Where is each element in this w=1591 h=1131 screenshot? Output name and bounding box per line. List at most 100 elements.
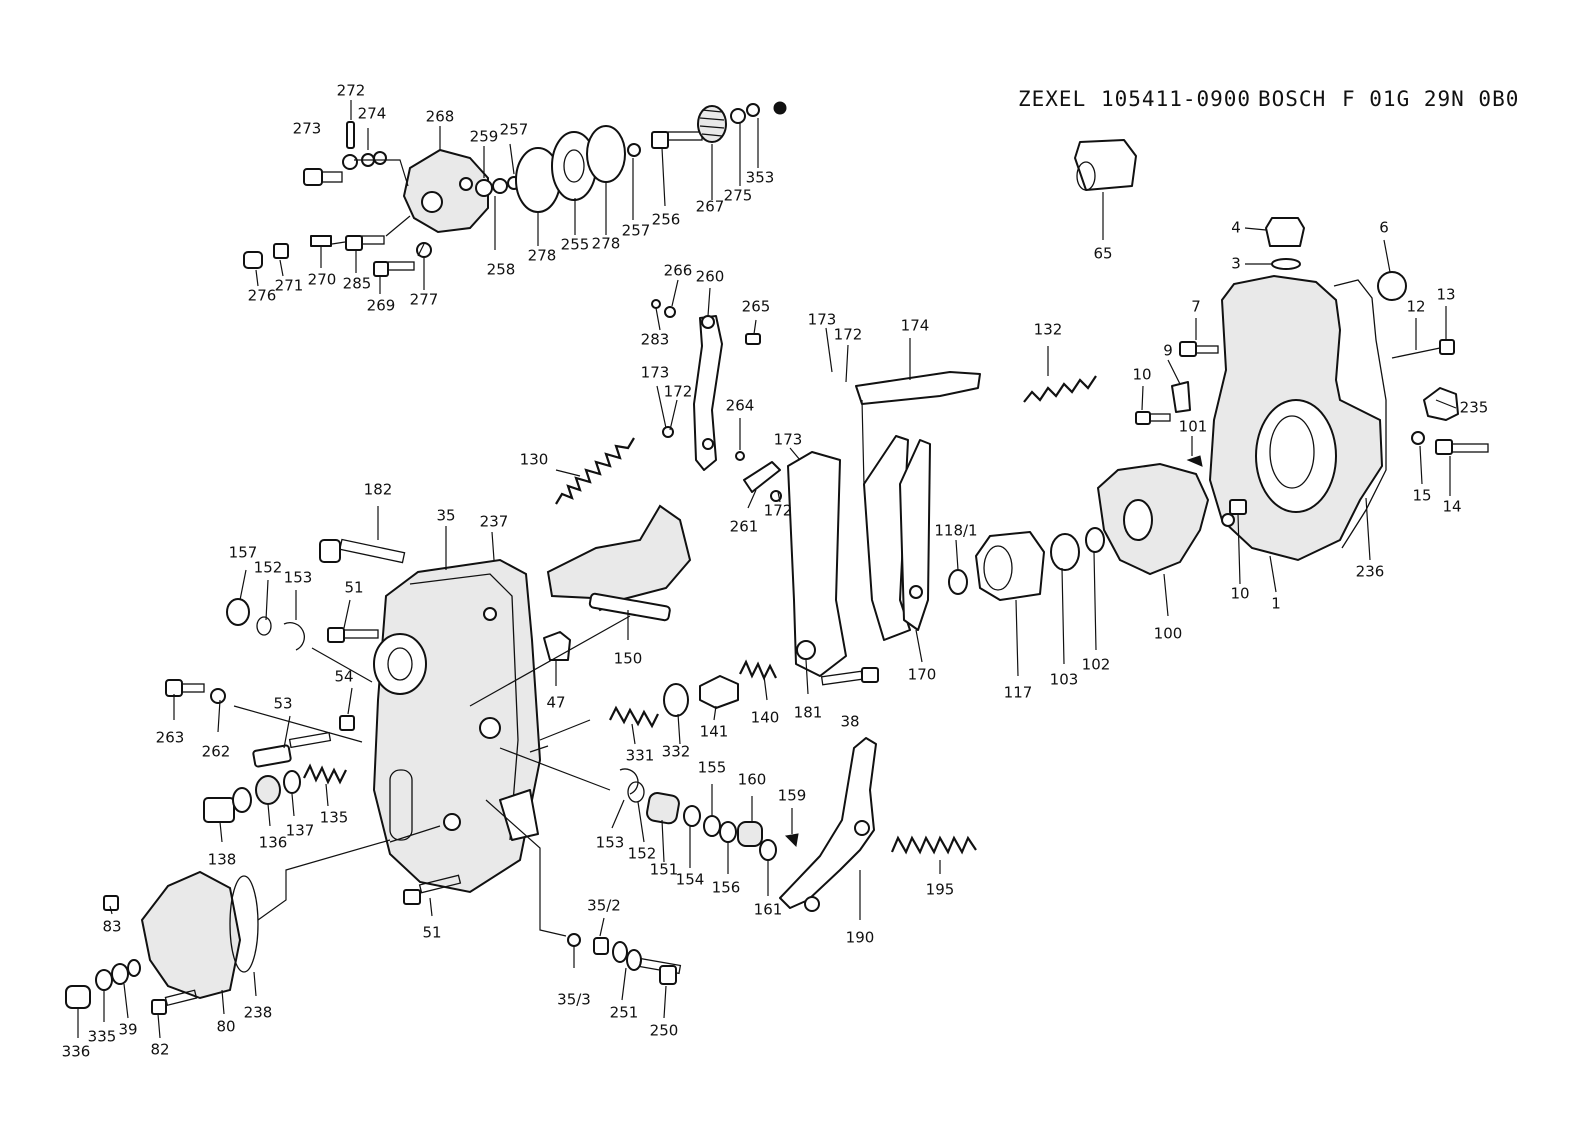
- callout-182: 182: [364, 481, 393, 499]
- lever-group-drawing: [546, 299, 1097, 686]
- callout-3: 3: [1231, 255, 1241, 273]
- callout-172c: 172: [764, 502, 793, 520]
- callout-276: 276: [248, 287, 277, 305]
- callout-265: 265: [742, 298, 771, 316]
- callout-4: 4: [1231, 219, 1241, 237]
- callout-35: 35: [436, 507, 455, 525]
- maker-bosch: BOSCH: [1258, 87, 1326, 111]
- callout-267: 267: [696, 198, 725, 216]
- callout-7: 7: [1191, 298, 1201, 316]
- callout-257b: 257: [622, 222, 651, 240]
- callout-80: 80: [216, 1018, 235, 1036]
- callout-273: 273: [293, 120, 322, 138]
- callout-100: 100: [1154, 625, 1183, 643]
- callout-161: 161: [754, 901, 783, 919]
- callout-181: 181: [794, 704, 823, 722]
- callout-14: 14: [1442, 498, 1461, 516]
- callout-258: 258: [487, 261, 516, 279]
- callout-160: 160: [738, 771, 767, 789]
- callout-1: 1: [1271, 595, 1281, 613]
- header-line: ZEXEL 105411-0900 BOSCH F 01G 29N 0B0: [1018, 87, 1519, 111]
- callout-270: 270: [308, 271, 337, 289]
- callout-264: 264: [726, 397, 755, 415]
- callout-272: 272: [337, 82, 366, 100]
- callout-172: 172: [834, 326, 863, 344]
- callout-174: 174: [901, 317, 930, 335]
- callout-173c: 173: [774, 431, 803, 449]
- callout-335: 335: [88, 1028, 117, 1046]
- callout-101: 101: [1179, 418, 1208, 436]
- callout-103: 103: [1050, 671, 1079, 689]
- callout-260: 260: [696, 268, 725, 286]
- callout-132: 132: [1034, 321, 1063, 339]
- callout-268: 268: [426, 108, 455, 126]
- callout-9: 9: [1163, 342, 1173, 360]
- callout-6: 6: [1379, 219, 1389, 237]
- callout-255: 255: [561, 236, 590, 254]
- callout-151: 151: [650, 861, 679, 879]
- callout-263: 263: [156, 729, 185, 747]
- callout-156: 156: [712, 879, 741, 897]
- callout-130: 130: [520, 451, 549, 469]
- callout-152b: 152: [628, 845, 657, 863]
- callout-262: 262: [202, 743, 231, 761]
- callout-336: 336: [62, 1043, 91, 1061]
- callout-269: 269: [367, 297, 396, 315]
- callout-53: 53: [273, 695, 292, 713]
- callout-353: 353: [746, 169, 775, 187]
- callout-51b: 51: [422, 924, 441, 942]
- callout-138: 138: [208, 851, 237, 869]
- leader-lines: [77, 100, 1457, 1039]
- callout-256: 256: [652, 211, 681, 229]
- callout-283: 283: [641, 331, 670, 349]
- callout-278: 278: [592, 235, 621, 253]
- main-housing-drawing: [65, 538, 977, 1015]
- callout-83: 83: [102, 918, 121, 936]
- callout-251: 251: [610, 1004, 639, 1022]
- callout-153b: 153: [596, 834, 625, 852]
- maker-zexel: ZEXEL: [1018, 87, 1086, 111]
- zexel-part-number: 105411-0900: [1101, 87, 1251, 111]
- callout-155: 155: [698, 759, 727, 777]
- callout-278b: 278: [528, 247, 557, 265]
- callout-152: 152: [254, 559, 283, 577]
- callout-235: 235: [1460, 399, 1489, 417]
- callout-332: 332: [662, 743, 691, 761]
- callout-259: 259: [470, 128, 499, 146]
- callout-102: 102: [1082, 656, 1111, 674]
- callout-137: 137: [286, 822, 315, 840]
- callout-15: 15: [1412, 487, 1431, 505]
- callout-10: 10: [1132, 366, 1151, 384]
- callout-12: 12: [1406, 298, 1425, 316]
- callout-47: 47: [546, 694, 565, 712]
- callout-51: 51: [344, 579, 363, 597]
- callout-172b: 172: [664, 383, 693, 401]
- callout-38: 38: [840, 713, 859, 731]
- callout-271: 271: [275, 277, 304, 295]
- callout-190: 190: [846, 929, 875, 947]
- callout-195: 195: [926, 881, 955, 899]
- callout-153: 153: [284, 569, 313, 587]
- bosch-part-number: F 01G 29N 0B0: [1342, 87, 1519, 111]
- callout-173: 173: [808, 311, 837, 329]
- callout-82: 82: [150, 1041, 169, 1059]
- callout-266: 266: [664, 262, 693, 280]
- callout-238: 238: [244, 1004, 273, 1022]
- callout-236: 236: [1356, 563, 1385, 581]
- callout-157: 157: [229, 544, 258, 562]
- callout-277: 277: [410, 291, 439, 309]
- callout-140: 140: [751, 709, 780, 727]
- callout-39: 39: [118, 1021, 137, 1039]
- callout-173b: 173: [641, 364, 670, 382]
- governor-housing-drawing: [948, 139, 1489, 601]
- callout-135: 135: [320, 809, 349, 827]
- callout-154: 154: [676, 871, 705, 889]
- callout-257: 257: [500, 121, 529, 139]
- callout-10b: 10: [1230, 585, 1249, 603]
- callout-136: 136: [259, 834, 288, 852]
- callout-141: 141: [700, 723, 729, 741]
- callout-261: 261: [730, 518, 759, 536]
- callout-250: 250: [650, 1022, 679, 1040]
